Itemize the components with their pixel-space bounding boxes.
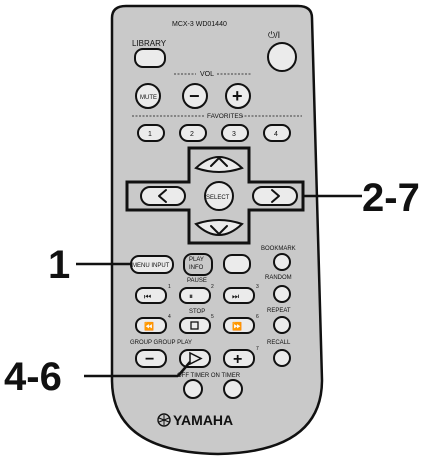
bookmark-label: BOOKMARK (261, 246, 296, 252)
favorite-4-label: 4 (274, 131, 278, 138)
callout-1: 1 (48, 243, 70, 287)
chevron-left-icon (158, 189, 167, 203)
stop-button[interactable] (179, 317, 211, 334)
vol-up-button[interactable] (225, 83, 251, 109)
num-1: 1 (168, 284, 171, 290)
num-4: 4 (168, 314, 171, 320)
pause-button[interactable] (179, 287, 211, 304)
favorite-1-button[interactable] (137, 124, 165, 142)
library-label: LIBRARY (132, 39, 167, 48)
blank-button[interactable] (223, 254, 251, 274)
vol-down-button[interactable] (182, 83, 208, 109)
callout-4-6: 4-6 (4, 355, 62, 399)
stop-icon (190, 321, 199, 330)
yamaha-logo-icon (157, 413, 171, 427)
skip-forward-button[interactable] (223, 287, 255, 304)
play-icon (189, 351, 203, 366)
vol-down-label: − (189, 86, 200, 106)
down-button[interactable] (194, 219, 244, 236)
repeat-button[interactable] (273, 316, 291, 334)
favorite-2-button[interactable] (179, 124, 207, 142)
select-button[interactable] (204, 181, 234, 211)
timer-label: OFF TIMER ON TIMER (177, 373, 241, 379)
repeat-label: REPEAT (267, 308, 291, 314)
skip-back-button[interactable] (135, 287, 167, 304)
power-button[interactable] (267, 42, 297, 72)
random-button[interactable] (273, 285, 291, 303)
num-5: 5 (211, 314, 214, 320)
chevron-right-icon (271, 189, 280, 203)
recall-label: RECALL (267, 340, 291, 346)
chevron-down-icon (210, 225, 228, 235)
num-2: 2 (211, 284, 214, 290)
play-info-label-1: PLAY (189, 257, 204, 263)
play-button[interactable] (179, 349, 211, 368)
num-3: 3 (256, 284, 259, 290)
library-button[interactable] (134, 48, 166, 68)
play-info-button[interactable] (183, 253, 213, 276)
stop-label: STOP (189, 309, 205, 315)
chevron-up-icon (210, 157, 228, 167)
model-number: MCX-3 WD01440 (172, 21, 227, 28)
callout-line-4-6-diag (177, 361, 191, 377)
group-play-label: GROUP GROUP PLAY (130, 340, 192, 346)
num-6: 6 (256, 314, 259, 320)
fast-forward-icon: ⏩ (232, 321, 242, 331)
on-timer-button[interactable] (223, 379, 243, 399)
recall-button[interactable] (273, 349, 291, 367)
favorite-2-label: 2 (190, 131, 194, 138)
skip-back-icon: ⏮ (144, 292, 151, 301)
favorite-1-label: 1 (148, 131, 152, 138)
group-minus-button[interactable] (135, 349, 167, 368)
menu-input-label: MENU INPUT (132, 263, 170, 269)
favorite-4-button[interactable] (263, 124, 291, 142)
rewind-button[interactable] (135, 317, 167, 334)
callout-2-7: 2-7 (362, 176, 420, 220)
rewind-icon: ⏪ (144, 321, 154, 331)
vol-label: VOL (200, 71, 214, 78)
favorite-3-button[interactable] (221, 124, 249, 142)
favorites-label: FAVORITES (207, 113, 244, 120)
left-button[interactable] (140, 186, 186, 206)
favorite-3-label: 3 (232, 131, 236, 138)
group-plus-icon: + (233, 351, 242, 368)
pause-icon: ⏸ (189, 292, 193, 301)
group-plus-button[interactable] (223, 349, 255, 368)
pause-label: PAUSE (187, 278, 207, 284)
mute-button[interactable] (135, 83, 161, 109)
select-label: SELECT (206, 195, 230, 201)
fast-forward-button[interactable] (223, 317, 255, 334)
off-timer-button[interactable] (183, 379, 203, 399)
brand-name: YAMAHA (173, 412, 233, 428)
skip-forward-icon: ⏭ (232, 292, 239, 301)
right-button[interactable] (252, 186, 298, 206)
vol-up-label: + (232, 86, 243, 106)
up-button[interactable] (194, 156, 244, 173)
mute-label: MUTE (140, 95, 157, 101)
bookmark-button[interactable] (273, 253, 291, 271)
num-7: 7 (256, 346, 259, 352)
play-info-label-2: INFO (189, 265, 204, 271)
group-minus-icon: − (145, 351, 154, 368)
random-label: RANDOM (265, 275, 292, 281)
power-label: ⏻/I (268, 30, 280, 40)
